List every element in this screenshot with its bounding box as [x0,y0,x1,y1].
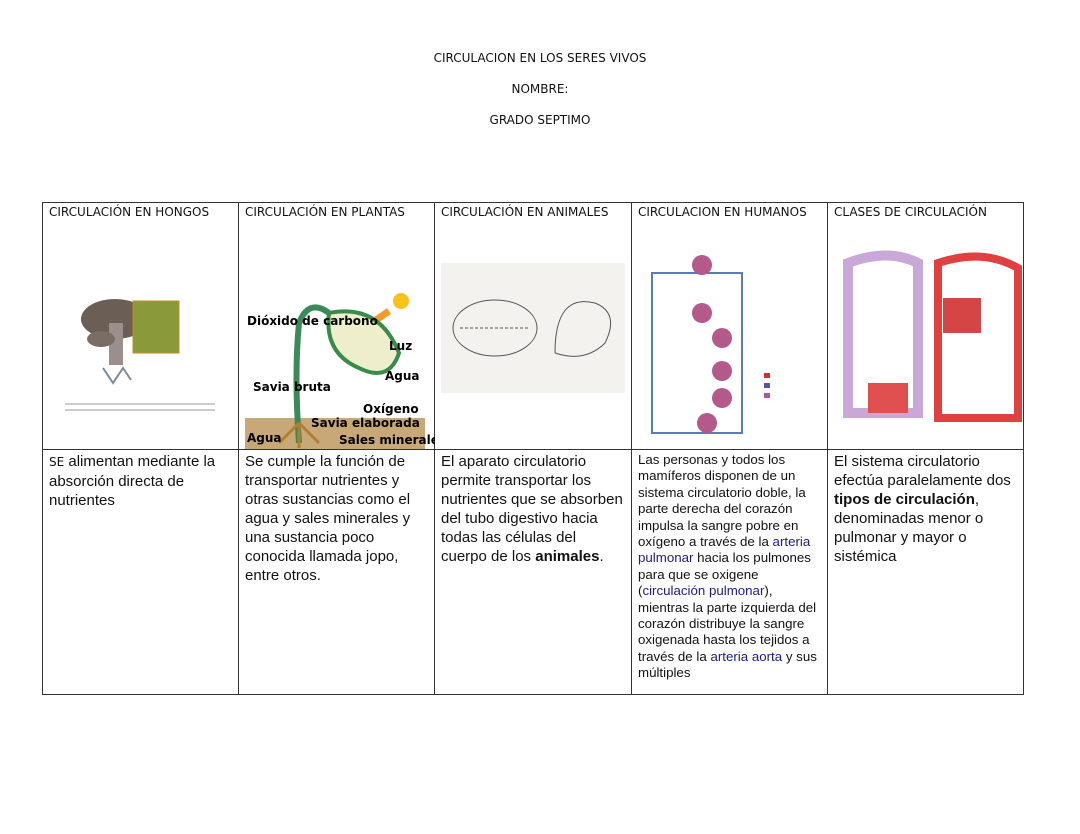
circulation-types-diagram [843,250,1022,422]
fungi-text: alimentan mediante la absorción directa … [49,453,216,509]
label-savia-bruta: Savia bruta [253,380,331,394]
label-co2: Dióxido de carbono [247,314,378,328]
plant-image-cell: Dióxido de carbono Luz Agua Oxígeno Savi… [238,223,435,450]
fungi-image-cell [42,223,239,450]
mushroom-illustration [65,299,215,411]
label-savia-elaborada: Savia elaborada [311,416,420,430]
label-agua-top: Agua [385,369,420,383]
column-header-animales: CIRCULACIÓN EN ANIMALES [434,202,632,223]
types-bold: tipos de circulación [834,491,975,508]
circulation-types-image-cell [827,223,1024,450]
animal-image-cell [434,223,632,450]
circulation-table: CIRCULACIÓN EN HONGOS CIRCULACIÓN EN PLA… [42,202,1024,695]
grade-label: GRADO SEPTIMO [489,113,591,127]
types-text-1: El sistema circulatorio efectúa paralela… [834,453,1011,489]
fungi-prefix: SE [49,455,65,469]
label-agua: Agua [247,431,282,445]
animal-text: El aparato circulatorio permite transpor… [441,453,623,565]
animal-description: El aparato circulatorio permite transpor… [434,449,632,695]
link-circulacion-pulmonar[interactable]: circulación pulmonar [642,583,765,599]
column-header-humanos: CIRCULACION EN HUMANOS [631,202,828,223]
label-luz: Luz [389,339,412,353]
animal-bold: animales [535,548,600,565]
document-title: CIRCULACION EN LOS SERES VIVOS [433,51,647,65]
link-arteria-pulmonar[interactable]: arteria pulmonar [638,534,811,566]
circulation-types-description: El sistema circulatorio efectúa paralela… [827,449,1024,695]
animal-text-end: . [599,548,604,565]
plant-circulation-diagram: Dióxido de carbono Luz Agua Oxígeno Savi… [245,293,435,449]
human-text-2: hacia los pulmones para que se oxigene ( [638,550,811,599]
human-description: Las personas y todos los mamíferos dispo… [631,449,828,695]
fungi-description: SE alimentan mediante la absorción direc… [42,449,239,695]
animal-circulation-sketch [441,263,625,393]
human-circulation-diagram [651,255,770,434]
human-image-cell [631,223,828,450]
column-header-clases: CLASES DE CIRCULACIÓN [827,202,1024,223]
label-oxigeno: Oxígeno [363,402,419,416]
column-header-hongos: CIRCULACIÓN EN HONGOS [42,202,239,223]
human-text-3: ), mientras la parte izquierda del coraz… [638,583,817,664]
column-header-plantas: CIRCULACIÓN EN PLANTAS [238,202,435,223]
human-text-4: y sus múltiples [638,648,817,681]
name-label: NOMBRE: [511,82,569,96]
label-sales: Sales minerales [339,433,435,447]
plant-description: Se cumple la función de transportar nutr… [238,449,435,695]
types-text-2: , denominadas menor o pulmonar y mayor o… [834,491,984,565]
link-arteria-aorta[interactable]: arteria aorta [710,648,783,664]
human-text-1: Las personas y todos los mamíferos dispo… [638,452,806,550]
